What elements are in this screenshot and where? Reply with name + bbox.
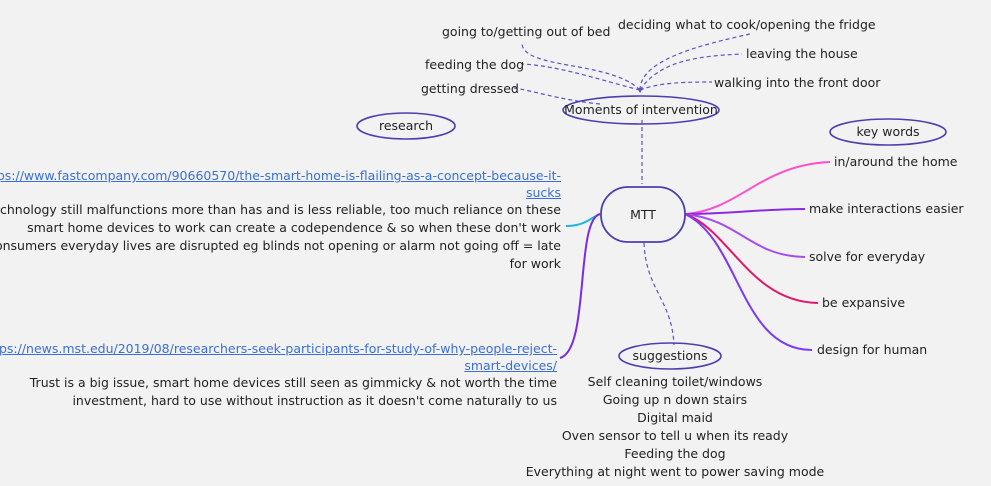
connector-mtt-suggestions: [643, 242, 675, 346]
research-link-2-cont[interactable]: smart-devices/: [464, 358, 557, 373]
research-node-border: [356, 112, 456, 140]
branch-research-2: [559, 213, 601, 359]
keyword-item[interactable]: be expansive: [822, 295, 906, 310]
branch-kw-expansive: [684, 213, 819, 304]
research-text-1-line: smart home devices to work can create a …: [27, 220, 561, 235]
keyword-item[interactable]: solve for everyday: [809, 249, 926, 264]
keyword-item[interactable]: make interactions easier: [809, 201, 964, 216]
branch-kw-everyday: [684, 213, 806, 258]
research-text-1-line: Technology still malfunctions more than …: [0, 202, 561, 217]
suggestion-item[interactable]: Digital maid: [637, 410, 713, 425]
keyword-item[interactable]: design for human: [817, 342, 928, 357]
moments-node-label[interactable]: Moments of intervention: [564, 102, 718, 117]
connector-moments-dressed: [513, 87, 601, 105]
research-text-2-line: Trust is a big issue, smart home devices…: [29, 375, 557, 390]
connector-moments-cook: [639, 33, 751, 91]
research-link-2[interactable]: https://news.mst.edu/2019/08/researchers…: [0, 341, 557, 356]
moment-item[interactable]: walking into the front door: [714, 75, 881, 90]
research-link-1[interactable]: https://www.fastcompany.com/90660570/the…: [0, 168, 561, 183]
suggestion-item[interactable]: Feeding the dog: [624, 446, 726, 461]
research-text-2-line: investment, hard to use without instruct…: [72, 393, 557, 408]
keyword-item[interactable]: in/around the home: [834, 154, 958, 169]
research-node-label[interactable]: research: [378, 118, 434, 133]
mtt-node-label[interactable]: MTT: [630, 207, 656, 222]
mtt-node-border: [600, 186, 686, 243]
suggestions-node-label[interactable]: suggestions: [632, 348, 708, 363]
moment-item[interactable]: feeding the dog: [425, 57, 525, 72]
research-text-1-line: consumers everyday lives are disrupted e…: [0, 238, 561, 253]
connector-moments-dog: [521, 63, 641, 91]
suggestion-item[interactable]: Everything at night went to power saving…: [525, 464, 825, 479]
branch-kw-human: [684, 213, 813, 351]
moment-item[interactable]: getting dressed: [421, 81, 519, 96]
branch-kw-interactions: [684, 208, 806, 215]
branch-research-1: [565, 213, 601, 227]
suggestion-item[interactable]: Going up n down stairs: [602, 392, 748, 407]
connector-moments-front-door: [639, 81, 713, 91]
suggestion-item[interactable]: Self cleaning toilet/windows: [587, 374, 763, 389]
moment-item[interactable]: leaving the house: [746, 46, 858, 61]
connector-moments-bed: [521, 41, 641, 91]
research-text-1-line: for work: [509, 256, 561, 271]
connector-moments-leaving: [639, 53, 743, 91]
keywords-node-border: [829, 118, 947, 146]
branch-kw-home: [684, 161, 831, 215]
moments-node-border: [562, 95, 720, 125]
suggestion-item[interactable]: Oven sensor to tell u when its ready: [561, 428, 789, 443]
suggestions-node-border: [618, 342, 722, 370]
arrow-head: [637, 88, 643, 93]
keywords-node-label[interactable]: key words: [856, 124, 920, 139]
moment-item[interactable]: going to/getting out of bed: [442, 24, 611, 39]
research-link-1-cont[interactable]: sucks: [525, 185, 561, 200]
moment-item[interactable]: deciding what to cook/opening the fridge: [618, 17, 876, 32]
